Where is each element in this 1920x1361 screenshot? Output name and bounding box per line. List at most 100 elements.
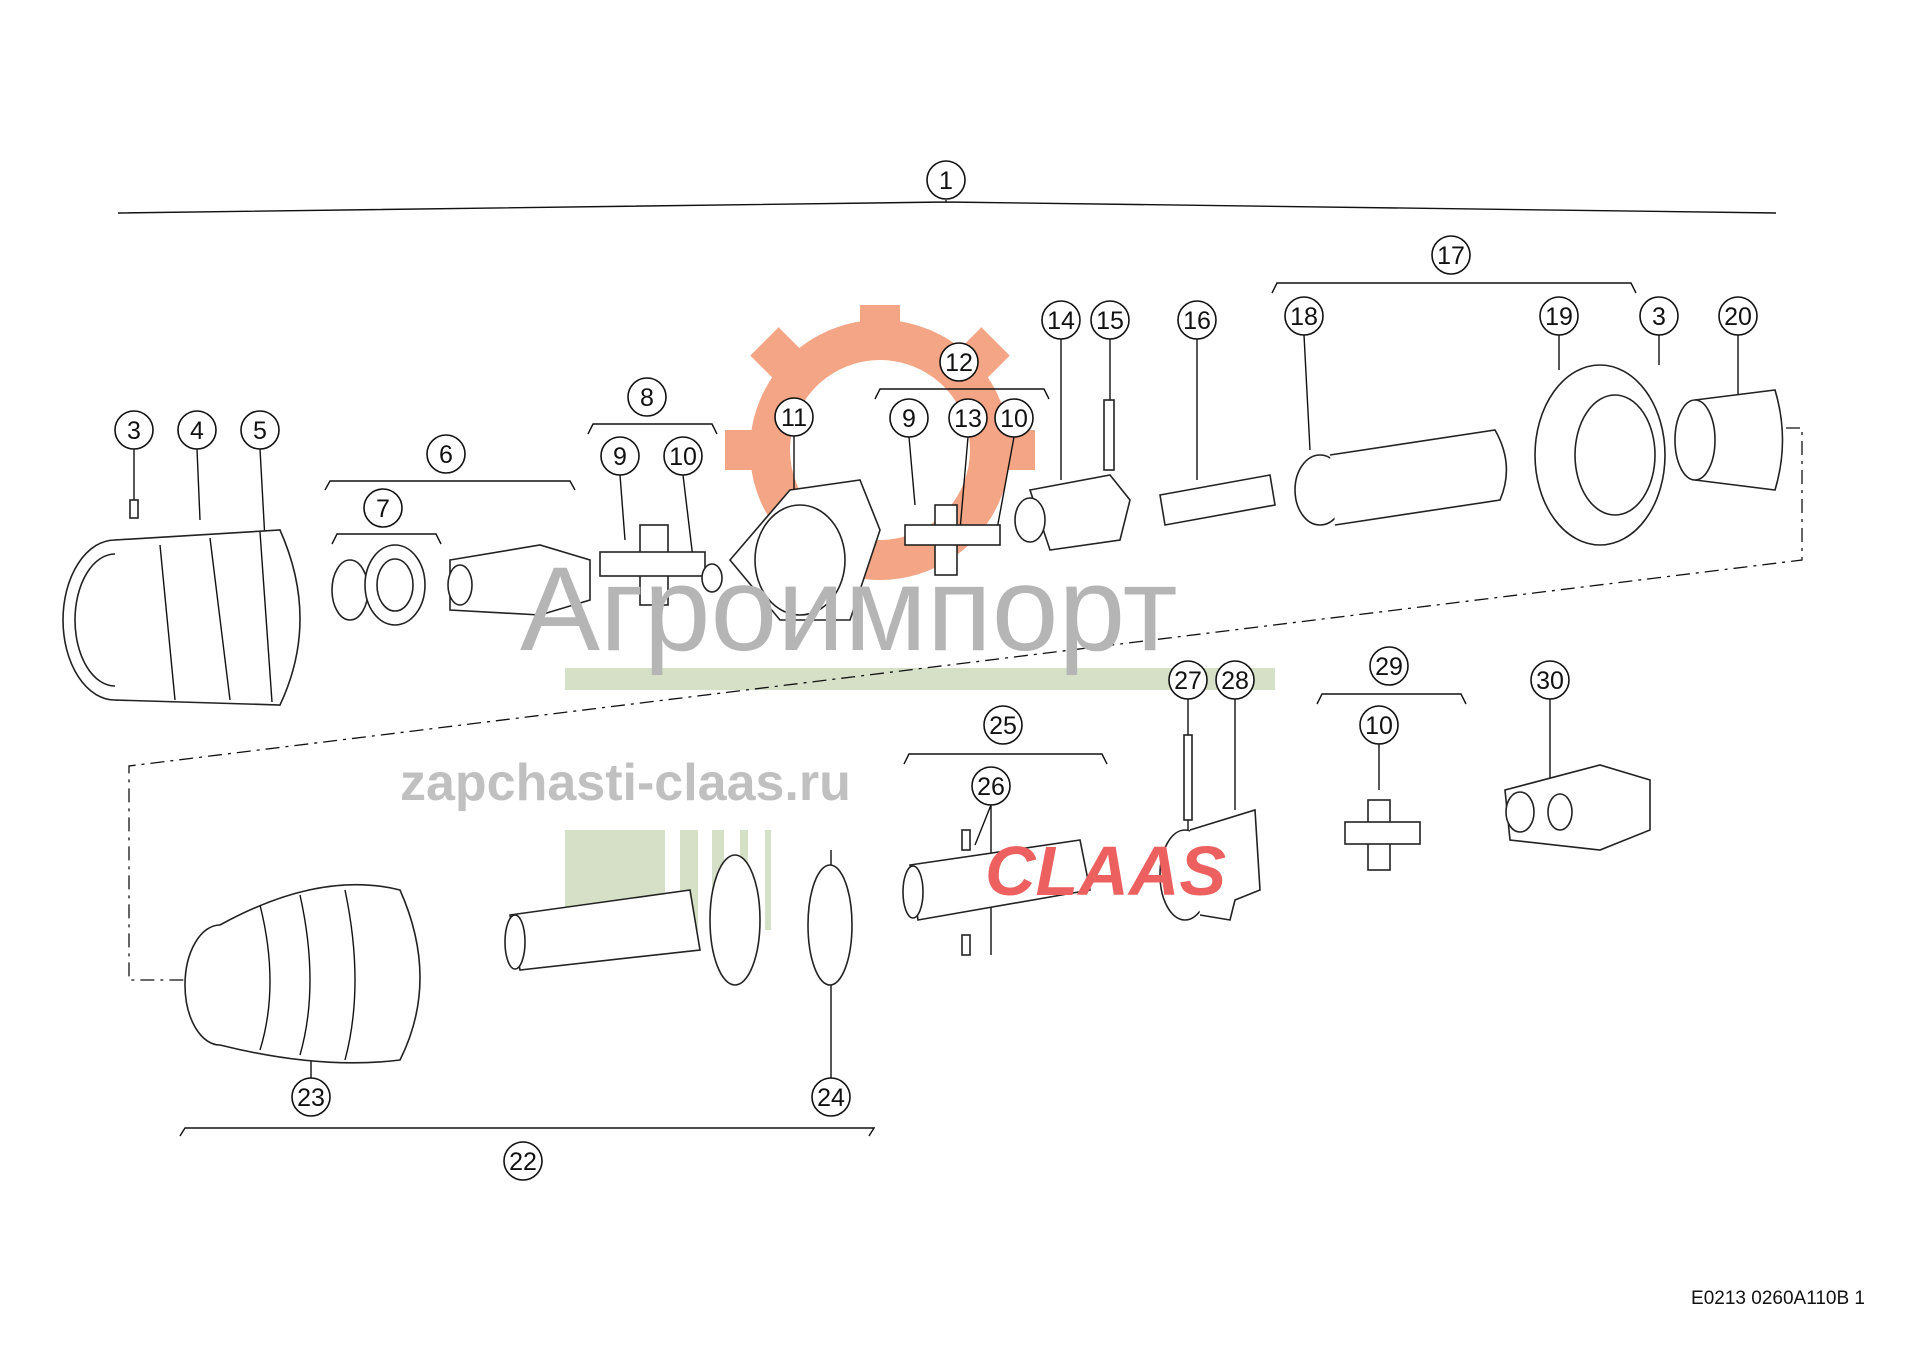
part-20-sleeve xyxy=(1674,389,1784,491)
callout-number: 25 xyxy=(989,712,1017,740)
callout-circle xyxy=(939,342,979,382)
callout-number: 27 xyxy=(1174,667,1202,695)
part-7-bearing-ring xyxy=(331,544,426,626)
callout-number: 12 xyxy=(945,349,973,377)
callout-circle xyxy=(1168,660,1208,700)
gear-logo xyxy=(725,305,1035,580)
group-brackets xyxy=(117,200,1777,1137)
callout-number: 15 xyxy=(1096,307,1124,335)
callout-number: 26 xyxy=(977,773,1005,801)
callout-1: 1 xyxy=(926,160,966,200)
callout-number: 7 xyxy=(376,495,390,523)
callout-number: 6 xyxy=(439,441,453,469)
callout-circle xyxy=(926,160,966,200)
parts xyxy=(62,364,1784,1064)
part-16-shaft xyxy=(1159,474,1276,526)
callout-number: 14 xyxy=(1047,307,1075,335)
callout-number: 4 xyxy=(190,417,204,445)
callout-number: 8 xyxy=(640,384,654,412)
callout-number: 30 xyxy=(1536,667,1564,695)
callout-circle xyxy=(1215,660,1255,700)
watermark-site: zapchasti-claas.ru xyxy=(400,754,851,812)
part-4-5-guard-cone xyxy=(62,499,301,706)
callout-circle xyxy=(948,398,988,438)
callout-circle xyxy=(1041,300,1081,340)
callout-circle xyxy=(363,488,403,528)
callout-12: 12 xyxy=(939,342,979,382)
callout-9: 9 xyxy=(889,398,929,438)
callout-circle xyxy=(1718,296,1758,336)
watermark-shapes xyxy=(565,305,1275,930)
callout-17: 17 xyxy=(1431,235,1471,275)
callout-10: 10 xyxy=(1359,705,1399,745)
part-18-profile-tube xyxy=(1294,429,1508,526)
callout-number: 3 xyxy=(1652,303,1666,331)
callout-29: 29 xyxy=(1369,646,1409,686)
callout-circle xyxy=(1431,235,1471,275)
callout-25: 25 xyxy=(983,705,1023,745)
callout-number: 20 xyxy=(1724,303,1752,331)
watermark: Агроимпорт zapchasti-claas.ru CLAAS xyxy=(400,542,1226,910)
callout-24: 24 xyxy=(811,1077,851,1117)
callout-circle xyxy=(994,398,1034,438)
callout-circle xyxy=(889,398,929,438)
callout-number: 11 xyxy=(781,404,807,432)
callout-number: 18 xyxy=(1290,303,1318,331)
part-19-guard-ring xyxy=(1534,364,1666,546)
callout-circle xyxy=(983,705,1023,745)
assembly-split-line xyxy=(128,427,1803,981)
callout-circle xyxy=(503,1141,543,1181)
part-23-bellows xyxy=(184,883,421,1064)
part-6-yoke xyxy=(447,544,591,616)
part-11-flange xyxy=(728,479,881,621)
callout-15: 15 xyxy=(1090,300,1130,340)
callout-19: 19 xyxy=(1539,296,1579,336)
callout-number: 13 xyxy=(954,405,982,433)
callout-number: 22 xyxy=(509,1148,537,1176)
callout-7: 7 xyxy=(363,488,403,528)
part-30-yoke xyxy=(1504,764,1651,851)
callout-circle xyxy=(971,766,1011,806)
part-25-inner-shaft xyxy=(902,829,1091,956)
callout-20: 20 xyxy=(1718,296,1758,336)
callout-circle xyxy=(1359,705,1399,745)
callout-number: 17 xyxy=(1437,242,1465,270)
callout-circle xyxy=(774,397,814,437)
callout-circle xyxy=(627,377,667,417)
callout-number: 10 xyxy=(1000,405,1028,433)
callout-number: 9 xyxy=(902,405,916,433)
callout-circle xyxy=(1539,296,1579,336)
callout-3: 3 xyxy=(114,410,154,450)
callout-6: 6 xyxy=(426,434,466,474)
callout-number: 3 xyxy=(127,417,141,445)
callout-circle xyxy=(663,436,703,476)
callout-number: 10 xyxy=(1365,712,1393,740)
callout-circle xyxy=(291,1077,331,1117)
callout-circle xyxy=(600,436,640,476)
callout-26: 26 xyxy=(971,766,1011,806)
callout-circle xyxy=(240,410,280,450)
callout-28: 28 xyxy=(1215,660,1255,700)
callout-30: 30 xyxy=(1530,660,1570,700)
callout-11: 11 xyxy=(774,397,814,437)
callout-5: 5 xyxy=(240,410,280,450)
part-29-cross-kit xyxy=(1344,799,1421,871)
callout-number: 24 xyxy=(817,1084,845,1112)
callout-circle xyxy=(1639,296,1679,336)
callout-4: 4 xyxy=(177,410,217,450)
watermark-company: Агроимпорт xyxy=(520,542,1178,676)
part-24-bearing-ring xyxy=(807,864,853,986)
part-12-cross-kit xyxy=(904,504,1001,576)
watermark-brand: CLAAS xyxy=(985,832,1226,910)
callout-circle xyxy=(1369,646,1409,686)
callout-circle xyxy=(1530,660,1570,700)
callout-3: 3 xyxy=(1639,296,1679,336)
callout-22: 22 xyxy=(503,1141,543,1181)
callout-number: 1 xyxy=(939,167,953,195)
callout-16: 16 xyxy=(1177,300,1217,340)
callout-27: 27 xyxy=(1168,660,1208,700)
callout-circle xyxy=(177,410,217,450)
part-22-outer-tube xyxy=(504,854,761,986)
